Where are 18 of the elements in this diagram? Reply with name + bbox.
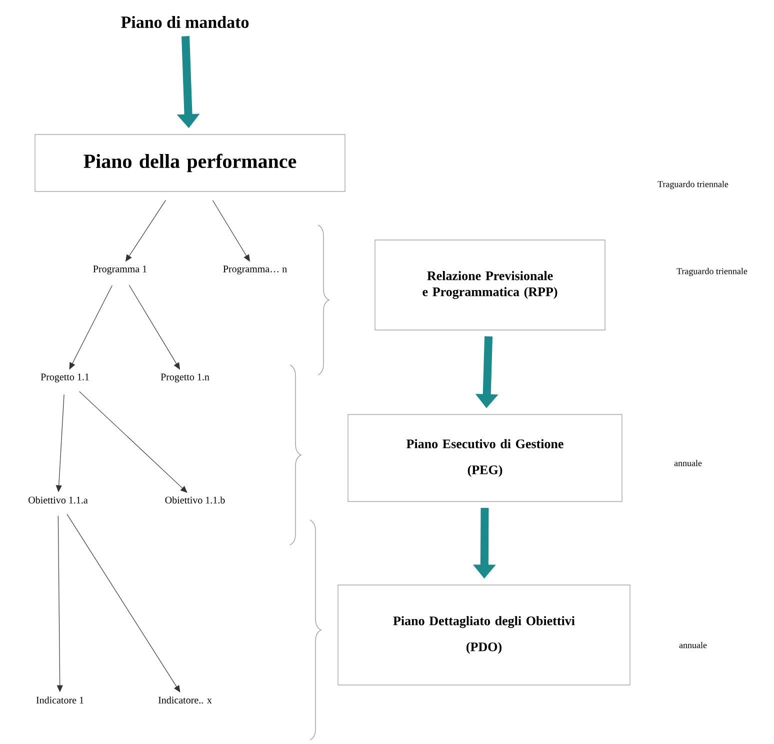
node-label: Programma 1 <box>93 266 146 274</box>
node-label: Progetto 1.n <box>160 374 210 382</box>
node-label: Obiettivo 1.1.a <box>28 496 88 504</box>
side-label: annuale <box>679 642 707 648</box>
process-box: Piano della performance <box>34 134 346 192</box>
side-label: annuale <box>674 460 702 466</box>
node-label: Obiettivo 1.1.b <box>165 496 225 504</box>
process-box: Piano Dettagliato degli Obiettivi (PDO) <box>338 584 630 686</box>
side-label: Traguardo triennale <box>676 268 748 276</box>
node-label: Indicatore.. x <box>158 696 212 704</box>
side-label: Traguardo triennale <box>658 180 728 190</box>
process-box: Relazione Previsionale e Programmatica (RPP) <box>374 240 606 330</box>
node-label: Progetto 1.1 <box>40 374 89 382</box>
arrow <box>79 391 188 493</box>
node-label: Indicatore 1 <box>36 696 84 704</box>
node-label: Piano di mandato <box>121 16 249 28</box>
node-label: Programma… n <box>223 266 287 274</box>
process-box: Piano Esecutivo di Gestione (PEG) <box>348 414 622 502</box>
